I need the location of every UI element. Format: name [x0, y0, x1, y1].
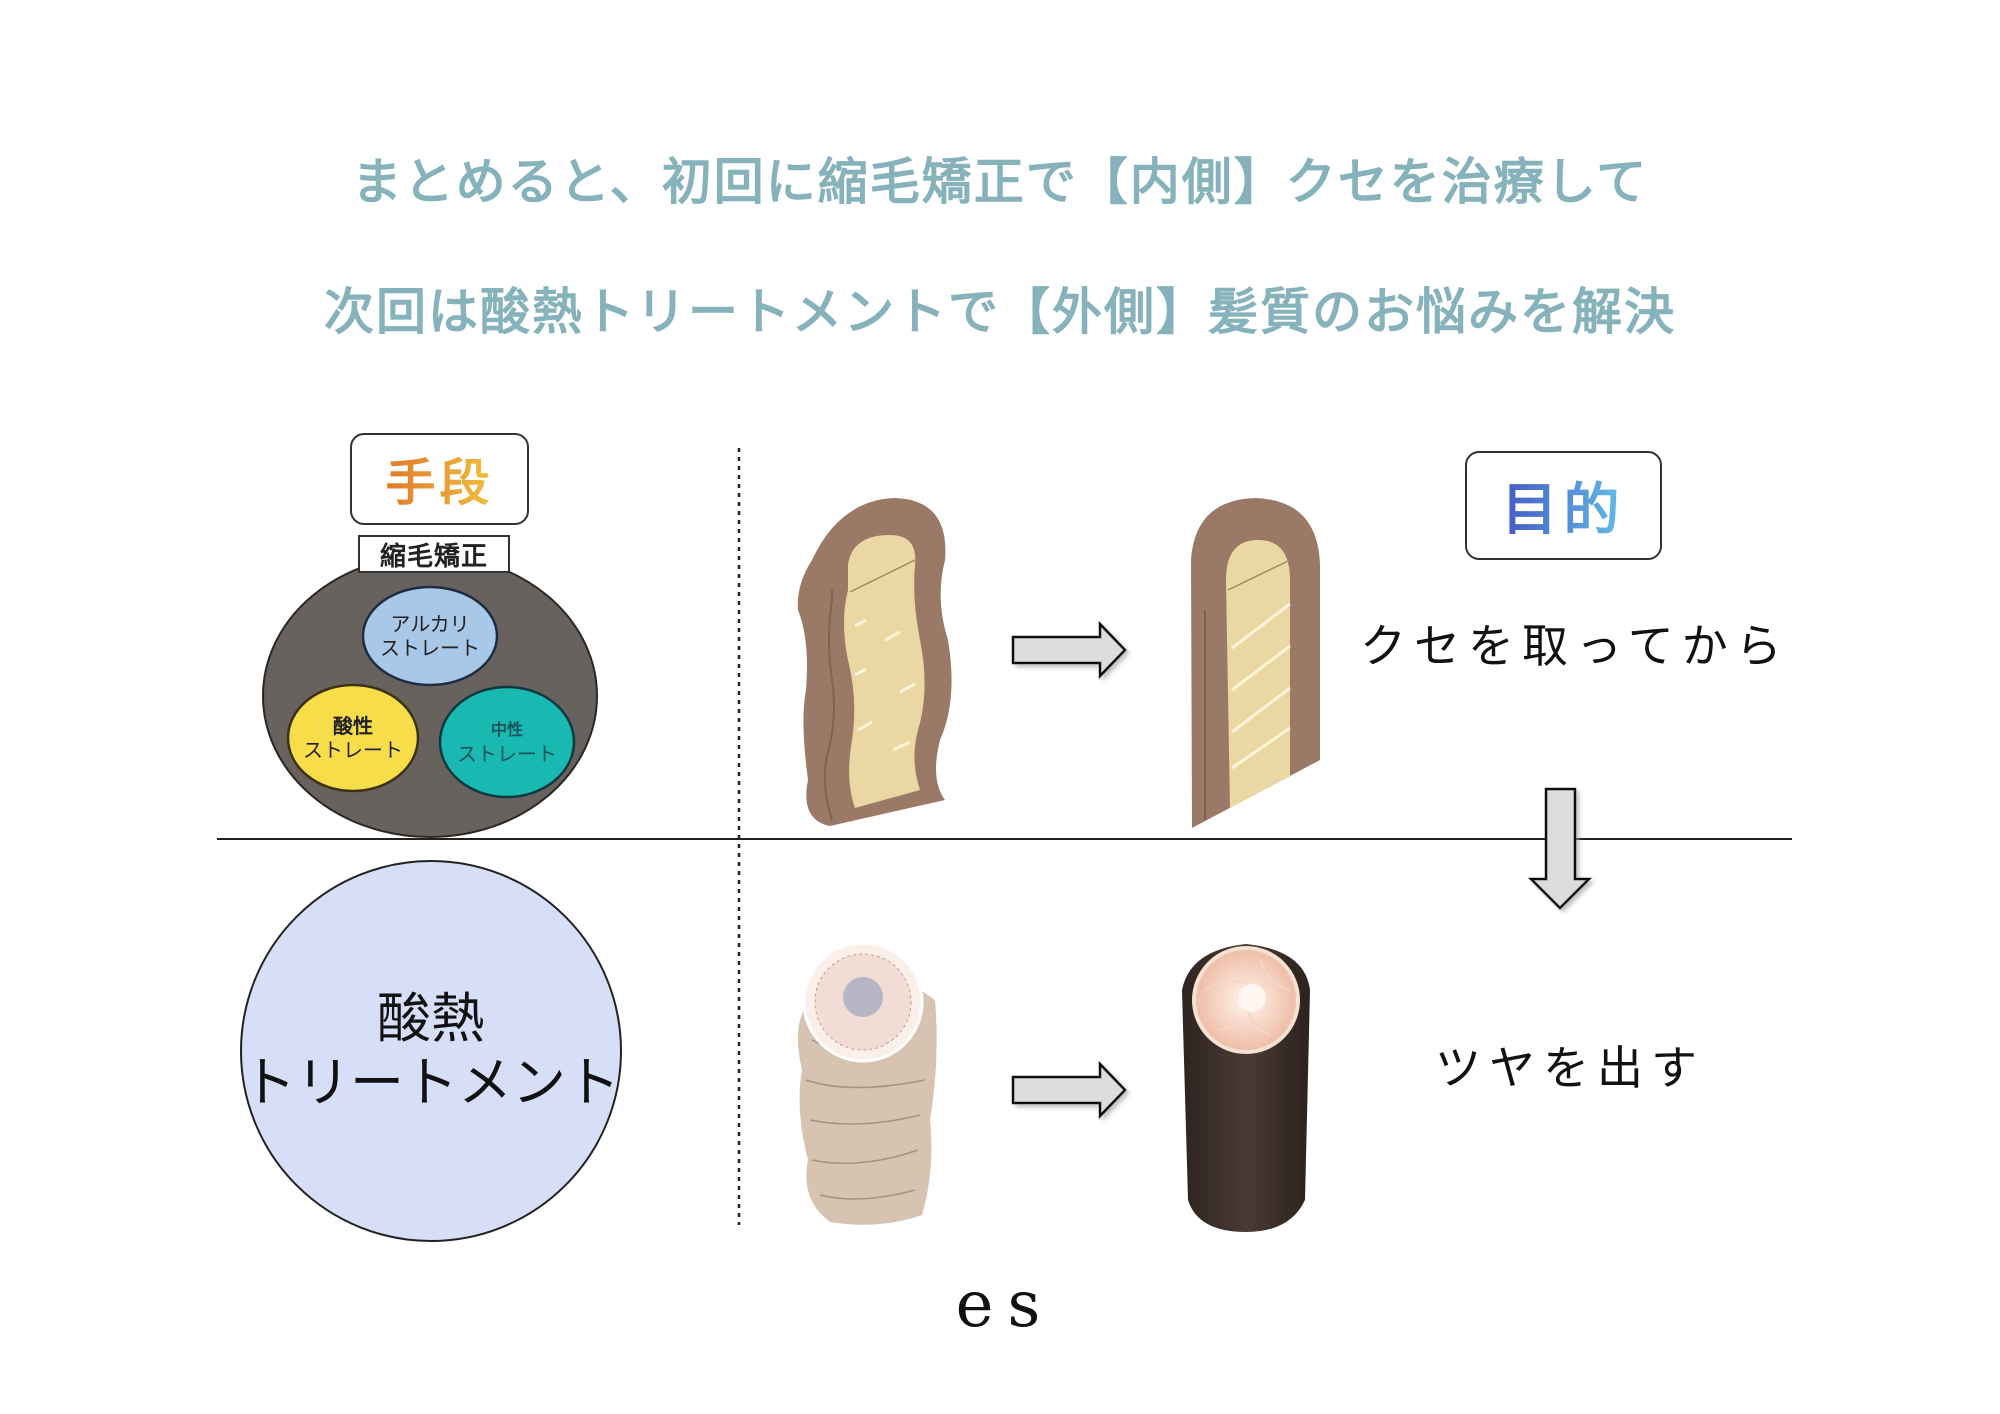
means-label-box: 手段	[350, 433, 529, 525]
straight-hair-illustration	[1191, 498, 1320, 828]
heading-line-1: まとめると、初回に縮毛矯正で【内側】クセを治療して	[351, 153, 1649, 211]
damaged-hair-illustration	[797, 941, 937, 1225]
goal-label-box: 目的	[1465, 451, 1662, 560]
acid-line2: ストレート	[303, 738, 403, 762]
alkali-straight-text: アルカリ ストレート	[363, 587, 497, 685]
neutral-straight-ellipse	[438, 685, 576, 799]
neutral-line2: ストレート	[457, 742, 557, 766]
goal-label: 目的	[1502, 465, 1626, 546]
acid-line1: 酸性	[333, 714, 373, 738]
alkali-line1: アルカリ	[390, 612, 470, 636]
heading-line-2: 次回は酸熱トリートメントで【外側】髪質のお悩みを解決	[324, 283, 1676, 341]
acid-heat-treatment-text: 酸熱 トリートメント	[237, 862, 625, 1240]
down-arrow	[1527, 787, 1593, 910]
treatment-line2: トリートメント	[242, 1051, 620, 1114]
right-arrow-top	[1011, 620, 1127, 680]
goal-step-add-shine: ツヤを出す	[1435, 1041, 1705, 1095]
acid-straight-text: 酸性 ストレート	[288, 685, 418, 791]
neutral-straight-text: 中性 ストレート	[440, 687, 574, 797]
straightening-label: 縮毛矯正	[358, 535, 510, 573]
wavy-hair-illustration	[797, 498, 952, 826]
alkali-straight-ellipse	[361, 585, 499, 687]
acid-heat-treatment-circle	[240, 860, 622, 1242]
right-arrow-bottom	[1011, 1060, 1127, 1120]
means-label: 手段	[386, 443, 494, 515]
glossy-hair-illustration	[1182, 944, 1310, 1232]
treatment-line1: 酸熱	[377, 987, 485, 1050]
brand-logo: es	[955, 1268, 1055, 1342]
neutral-line1: 中性	[490, 720, 523, 739]
acid-straight-ellipse	[286, 683, 420, 793]
alkali-line2: ストレート	[380, 636, 480, 660]
goal-step-remove-frizz: クセを取ってから	[1360, 619, 1790, 673]
